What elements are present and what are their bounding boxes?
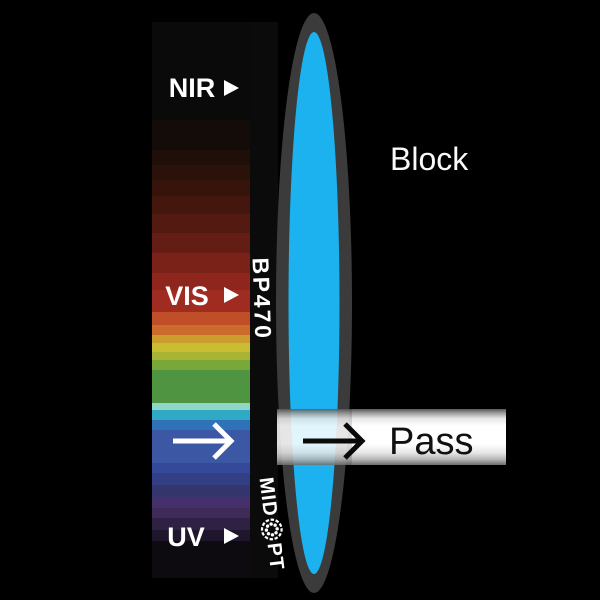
lens-glass — [288, 32, 340, 574]
spectrum-band — [152, 370, 250, 403]
pass-arrow-icon — [303, 422, 366, 460]
spectrum-band — [152, 497, 250, 508]
brand-prefix-label: MID — [254, 476, 281, 518]
spectrum-band — [152, 214, 250, 233]
spectrum-band — [152, 233, 250, 253]
spectrum-band — [152, 325, 250, 335]
filter-model-label: BP470 — [248, 257, 277, 341]
spectrum-band — [152, 120, 250, 150]
spectrum-band — [152, 403, 250, 410]
nir-arrow-icon — [224, 80, 239, 96]
spectrum-strip: NIR VIS UV — [152, 22, 278, 578]
vis-label: VIS — [165, 281, 209, 311]
spectrum-band — [152, 335, 250, 343]
pass-direction-arrow-icon — [173, 422, 235, 460]
nir-row: NIR — [169, 73, 239, 103]
spectrum-band — [152, 430, 250, 463]
spectrum-band — [152, 463, 250, 473]
pass-band: Pass — [277, 409, 506, 465]
uv-arrow-icon — [224, 528, 239, 544]
spectrum-band — [152, 485, 250, 497]
spectrum-band — [152, 508, 250, 518]
spectrum-band — [152, 420, 250, 430]
nir-label: NIR — [169, 73, 216, 103]
spectrum-band — [152, 196, 250, 214]
vis-arrow-icon — [224, 287, 239, 303]
uv-row: UV — [167, 522, 239, 552]
spectrum-band — [152, 312, 250, 325]
pass-band-solid — [352, 409, 506, 465]
brand-suffix-label: PT — [263, 542, 288, 572]
pass-label: Pass — [389, 421, 473, 463]
spectrum-band — [152, 518, 250, 530]
filter-lens — [276, 13, 352, 593]
spectrum-band — [152, 343, 250, 352]
spectrum-band — [152, 360, 250, 370]
uv-label: UV — [167, 522, 205, 552]
spectrum-band — [152, 165, 250, 180]
block-label: Block — [390, 141, 469, 177]
spectrum-band — [152, 530, 250, 541]
spectrum-band — [152, 410, 250, 420]
spectrum-bands — [152, 22, 250, 578]
spectrum-band — [152, 180, 250, 196]
spectrum-band — [152, 473, 250, 485]
spectrum-band — [152, 22, 250, 120]
vis-row: VIS — [165, 281, 239, 311]
spectrum-band — [152, 253, 250, 273]
spectrum-band — [152, 541, 250, 578]
spectrum-band — [152, 150, 250, 165]
spectrum-band — [152, 352, 250, 360]
spectrum-band — [152, 273, 250, 290]
